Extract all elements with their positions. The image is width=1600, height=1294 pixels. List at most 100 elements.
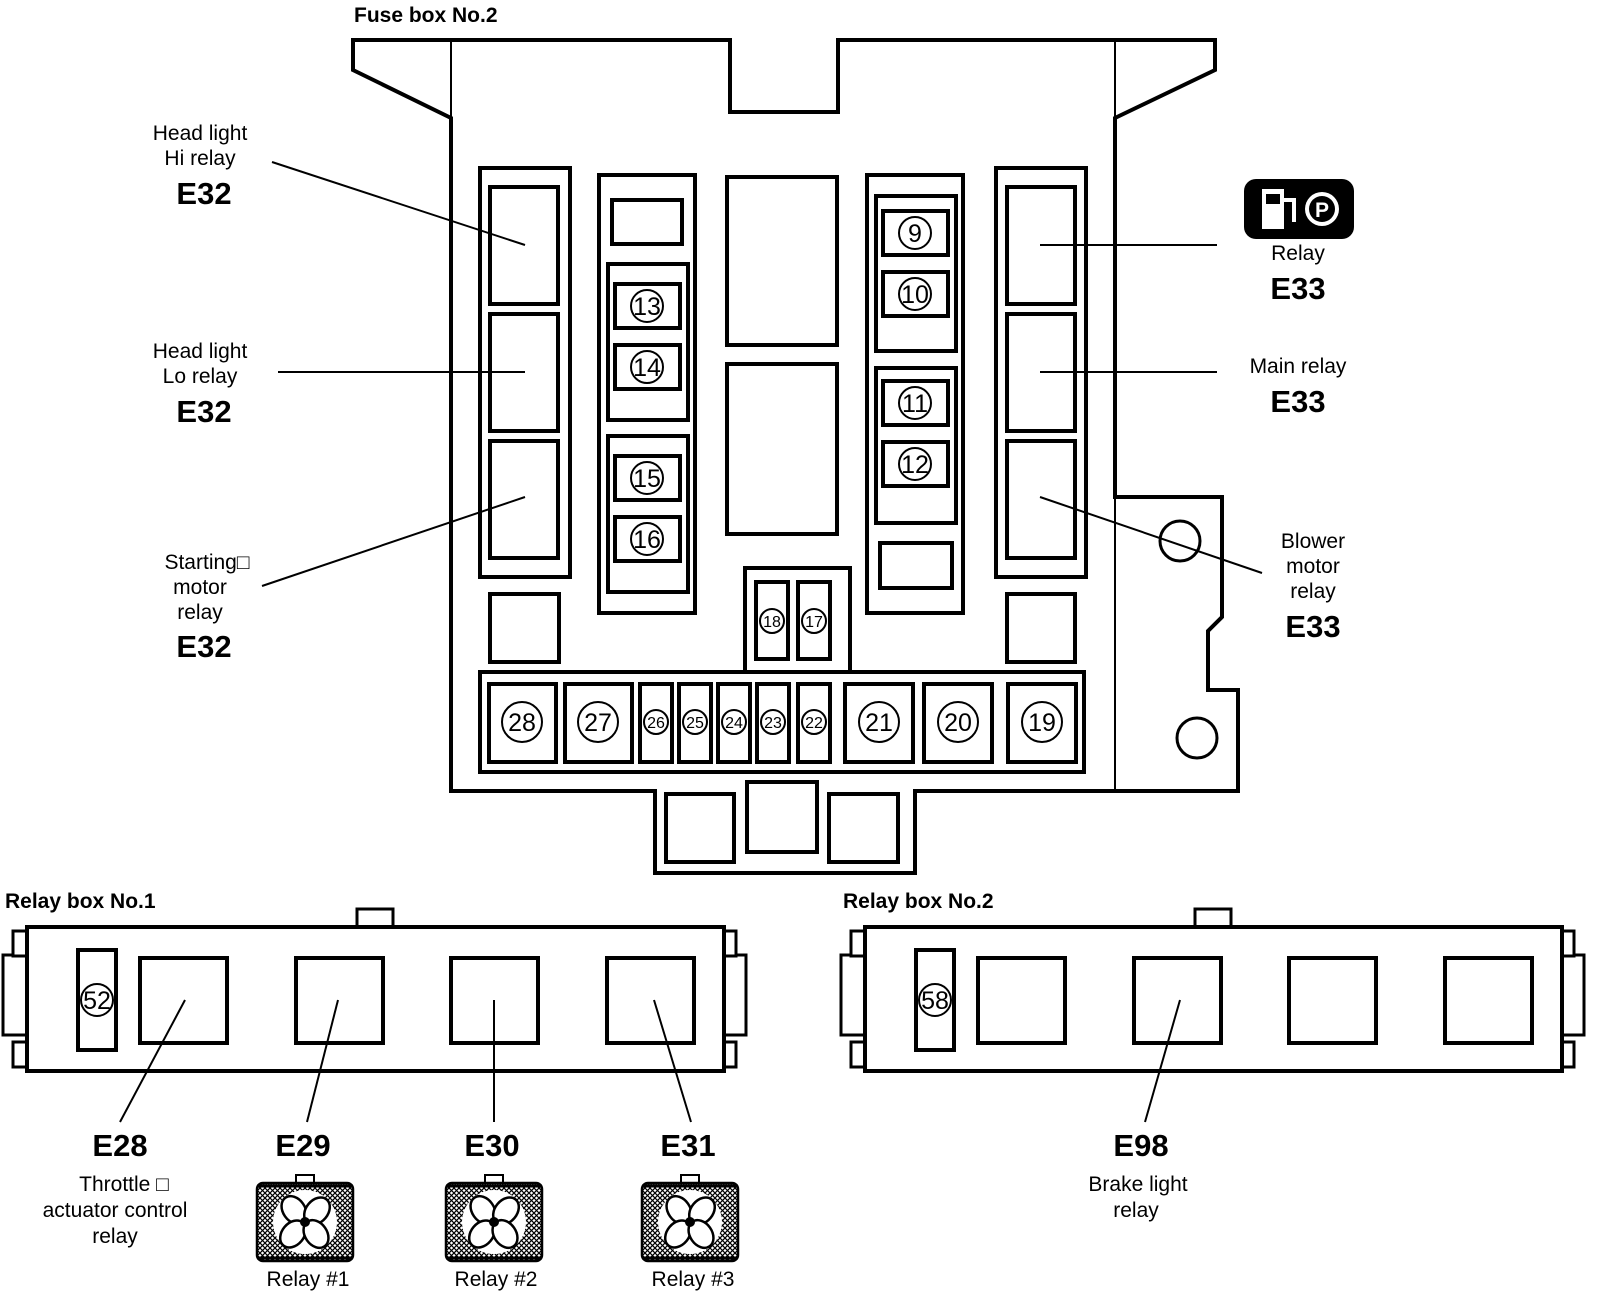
fuse-box-outline (351, 38, 1240, 875)
svg-text:Blower: Blower (1281, 530, 1345, 553)
fuse-12 (881, 440, 950, 488)
fuse-label-52: 52 (83, 987, 111, 1015)
svg-text:Relay #2: Relay #2 (455, 1268, 538, 1291)
fuse-label-28: 28 (508, 709, 536, 737)
cooling-fan-icon (444, 1173, 544, 1263)
label-fuel-relay: Relay E33 (1270, 242, 1325, 306)
label-e98: E98 Brake light relay (1088, 1128, 1187, 1222)
svg-text:E32: E32 (176, 629, 231, 664)
fuse-10 (881, 270, 950, 318)
svg-text:E31: E31 (660, 1128, 715, 1163)
fuse-label-23: 23 (764, 715, 782, 732)
fuse-25 (677, 682, 713, 764)
fuse-13 (613, 282, 682, 330)
svg-text:E28: E28 (92, 1128, 147, 1163)
svg-text:E32: E32 (176, 176, 231, 211)
fuse-label-21: 21 (865, 709, 893, 737)
label-main-relay: Main relay E33 (1250, 355, 1347, 419)
mounting-hole (1158, 519, 1202, 563)
svg-text:Head light: Head light (153, 122, 248, 145)
svg-text:relay: relay (92, 1225, 138, 1248)
cooling-fan-icon (255, 1173, 355, 1263)
fuse-17 (796, 580, 832, 661)
label-e29: E29 Relay #1 (267, 1128, 350, 1291)
svg-text:E33: E33 (1285, 609, 1340, 644)
svg-text:relay: relay (1113, 1199, 1159, 1222)
svg-text:Lo relay: Lo relay (163, 365, 238, 388)
fuse-18 (754, 580, 790, 661)
fuse-label-14: 14 (633, 354, 661, 382)
svg-text:E32: E32 (176, 394, 231, 429)
connector-slot (745, 780, 819, 854)
large-slot-lower (725, 362, 839, 536)
svg-text:E33: E33 (1270, 271, 1325, 306)
svg-text:Relay: Relay (1271, 242, 1325, 265)
fuse-20 (922, 682, 994, 764)
fuse-numbers: 9 10 11 12 13 14 15 16 17 18 19 20 21 22… (501, 216, 1063, 743)
leader-line (119, 999, 186, 1123)
fuse-label-26: 26 (647, 715, 665, 732)
large-slot-upper (725, 175, 839, 347)
fuse-label-58: 58 (921, 987, 949, 1015)
fuse-24 (716, 682, 752, 764)
fuse-label-17: 17 (805, 614, 823, 631)
relay-slot (1287, 956, 1378, 1045)
fuse-label-18: 18 (763, 614, 781, 631)
fuse-16 (613, 515, 682, 563)
connector-slot (827, 792, 900, 864)
fuse-15 (613, 454, 682, 502)
fuse-label-9: 9 (908, 220, 922, 248)
fuse-23 (755, 682, 791, 764)
leader-line (1144, 999, 1181, 1123)
fuse-19 (1006, 682, 1078, 764)
svg-text:P: P (1315, 199, 1329, 222)
mounting-hole (1175, 716, 1219, 760)
bottom-fuse-row (478, 670, 1086, 774)
fuse-11 (881, 379, 950, 427)
svg-text:actuator control: actuator control (43, 1199, 188, 1222)
fuse-column-9-12 (865, 173, 965, 615)
fuse-22 (796, 682, 832, 764)
relay-slot-blower (1005, 439, 1077, 560)
relay-slot (1443, 956, 1534, 1045)
relay-box-1: 52 (1, 907, 748, 1073)
fuse-label-12: 12 (901, 451, 929, 479)
fuse-label-10: 10 (901, 281, 929, 309)
svg-text:E33: E33 (1270, 384, 1325, 419)
fuel-pump-park-icon: P (1244, 179, 1354, 239)
fuse-label-15: 15 (633, 465, 661, 493)
connector-slot (664, 792, 736, 864)
fuse-label-24: 24 (725, 715, 743, 732)
svg-text:relay: relay (177, 601, 223, 624)
spare-slot (488, 592, 561, 664)
fuse-label-22: 22 (805, 715, 823, 732)
leader-line (261, 496, 526, 587)
fuse-28 (487, 682, 558, 764)
svg-text:Relay #3: Relay #3 (652, 1268, 735, 1291)
relay-slot-e29 (294, 956, 385, 1045)
svg-text:Relay #1: Relay #1 (267, 1268, 350, 1291)
fuse-9 (881, 209, 950, 257)
fuse-label-11: 11 (902, 390, 928, 418)
leader-line (271, 161, 526, 246)
fuse-label-25: 25 (686, 715, 704, 732)
leader-line (306, 999, 339, 1123)
svg-text:motor: motor (1286, 555, 1340, 578)
relay-box-2-title: Relay box No.2 (843, 890, 994, 913)
relay-slot-e28 (138, 956, 229, 1045)
label-e30: E30 Relay #2 (455, 1128, 538, 1291)
fuse-label-19: 19 (1028, 709, 1056, 737)
svg-text:Main relay: Main relay (1250, 355, 1347, 378)
fuse-14 (613, 343, 682, 391)
label-e28: E28 Throttle □ actuator control relay (43, 1128, 188, 1248)
svg-text:E98: E98 (1113, 1128, 1168, 1163)
label-headlight-hi: Head light Hi relay E32 (153, 122, 248, 211)
right-relay-column (994, 166, 1088, 664)
label-starting-motor: Starting□ motor relay E32 (164, 551, 249, 664)
left-relay-column (478, 166, 572, 664)
fuse-box-title: Fuse box No.2 (354, 4, 498, 27)
relay-slot-starting-motor (488, 439, 560, 560)
svg-text:relay: relay (1290, 580, 1336, 603)
relay-box-2: 58 (839, 907, 1586, 1073)
